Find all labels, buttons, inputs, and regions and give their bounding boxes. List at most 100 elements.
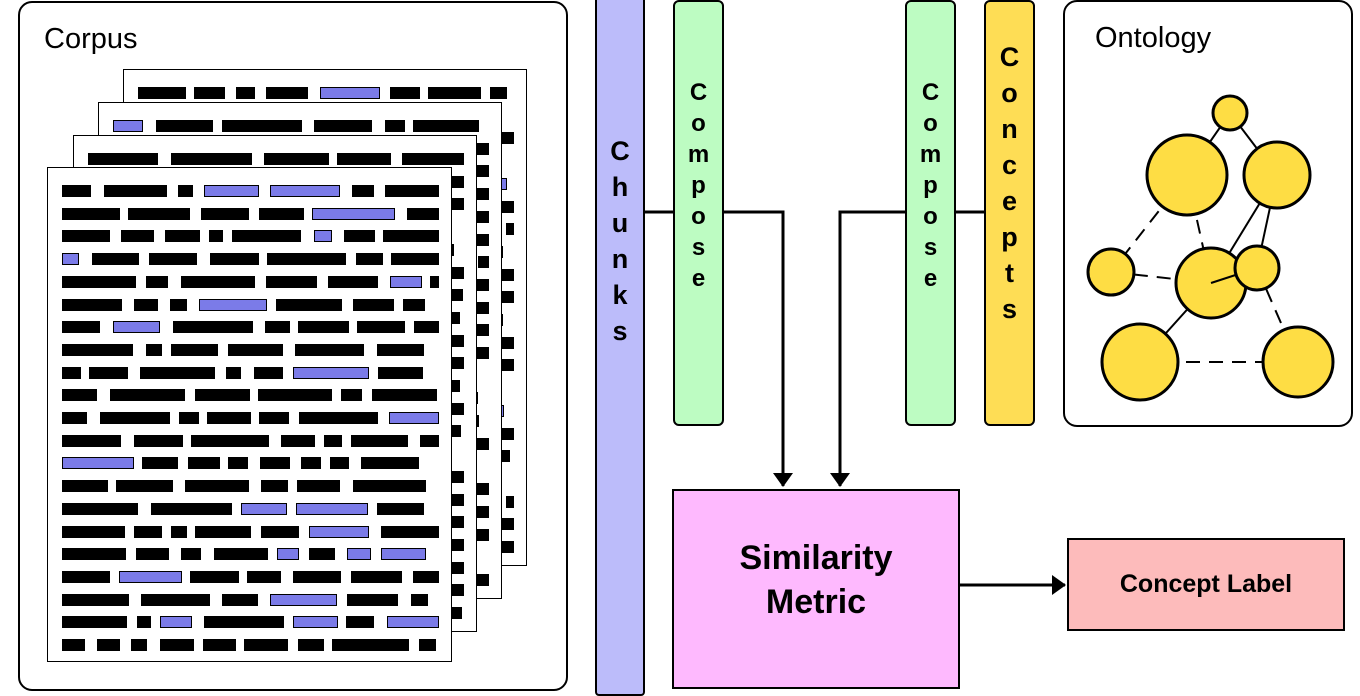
text-line-block — [62, 639, 85, 651]
text-line-block — [351, 570, 402, 583]
text-line-block — [264, 153, 329, 165]
text-line-block — [352, 185, 374, 197]
text-line-block — [181, 275, 255, 288]
text-line-block — [62, 321, 100, 334]
label-letter: p — [691, 172, 706, 199]
label-letter: C — [999, 42, 1020, 72]
highlighted-text-span — [113, 321, 160, 334]
label-letter: h — [611, 172, 629, 202]
text-line-block — [298, 639, 324, 651]
text-line-block — [258, 389, 332, 402]
text-line-block — [62, 366, 81, 379]
text-line-block — [92, 253, 139, 266]
label-letter: c — [1001, 150, 1018, 180]
highlighted-text-span — [381, 548, 426, 561]
text-line-block — [361, 457, 419, 470]
label-letter: o — [1001, 78, 1018, 108]
label-letter: o — [691, 203, 706, 230]
highlighted-text-span — [293, 366, 369, 379]
text-line-block — [110, 389, 185, 402]
text-line-block — [259, 207, 304, 220]
text-line-block — [134, 434, 183, 447]
text-line-block — [62, 207, 120, 220]
highlighted-text-span — [119, 570, 182, 583]
text-line-block — [222, 593, 258, 606]
text-line-block — [344, 230, 375, 243]
label-letter: s — [1001, 294, 1018, 324]
text-line-block — [188, 457, 220, 470]
text-line-block — [156, 120, 213, 132]
text-line-block — [247, 570, 281, 583]
label-letter: m — [919, 141, 942, 168]
text-line-block — [121, 230, 154, 243]
label-letter: o — [691, 110, 706, 137]
text-line-block — [62, 616, 127, 629]
text-line-block — [62, 343, 133, 356]
text-line-block — [226, 366, 241, 379]
text-line-block — [136, 548, 169, 561]
label-letter: t — [1005, 258, 1014, 288]
label-letter: s — [691, 234, 706, 261]
text-line-block — [170, 298, 187, 311]
text-line-block — [236, 87, 255, 99]
graph-node — [1242, 140, 1312, 210]
text-line-block — [62, 570, 110, 583]
text-line-block — [62, 412, 87, 424]
concept-label-box: Concept Label — [1067, 538, 1345, 631]
text-line-block — [62, 298, 122, 311]
text-line-block — [203, 639, 236, 651]
highlighted-text-span — [309, 525, 369, 538]
text-line-block — [89, 366, 128, 379]
text-line-block — [261, 525, 299, 538]
text-line-block — [185, 480, 249, 493]
label-letter: s — [923, 234, 938, 261]
text-line-block — [201, 207, 249, 220]
text-line-block — [171, 525, 187, 538]
text-line-block — [490, 87, 507, 99]
text-line-block — [222, 120, 302, 132]
text-line-block — [204, 616, 284, 629]
highlighted-text-span — [389, 412, 439, 424]
graph-node — [1100, 322, 1180, 402]
text-line-block — [194, 87, 225, 99]
label-letter: e — [691, 265, 706, 292]
text-line-block — [385, 120, 405, 132]
text-line-block — [385, 185, 439, 197]
label-letter: n — [611, 244, 629, 274]
text-line-block — [265, 321, 290, 334]
ontology-title: Ontology — [1095, 22, 1212, 54]
highlighted-text-span — [347, 548, 371, 561]
text-line-block — [430, 275, 439, 288]
highlighted-text-span — [390, 275, 422, 288]
text-line-block — [146, 343, 162, 356]
highlighted-text-span — [320, 87, 380, 99]
text-line-block — [134, 298, 158, 311]
arrow-compose-left-to-similarity — [724, 210, 793, 487]
text-line-block — [324, 434, 342, 447]
text-line-block — [413, 570, 439, 583]
text-line-block — [97, 639, 120, 651]
text-line-block — [191, 434, 269, 447]
graph-edge — [1110, 271, 1212, 284]
label-letter: n — [1001, 114, 1018, 144]
text-line-block — [261, 480, 288, 493]
text-line-block — [62, 502, 138, 515]
text-line-block — [341, 389, 362, 402]
text-line-block — [381, 525, 439, 538]
highlighted-text-span — [270, 593, 337, 606]
document-page — [47, 167, 452, 662]
text-line-block — [140, 366, 215, 379]
text-line-block — [473, 301, 489, 314]
text-line-block — [332, 639, 409, 651]
text-line-block — [506, 223, 514, 236]
text-line-block — [407, 207, 439, 220]
text-line-block — [259, 412, 289, 424]
highlighted-text-span — [387, 616, 439, 629]
text-line-block — [171, 343, 218, 356]
text-line-block — [298, 321, 349, 334]
highlighted-text-span — [241, 502, 287, 515]
